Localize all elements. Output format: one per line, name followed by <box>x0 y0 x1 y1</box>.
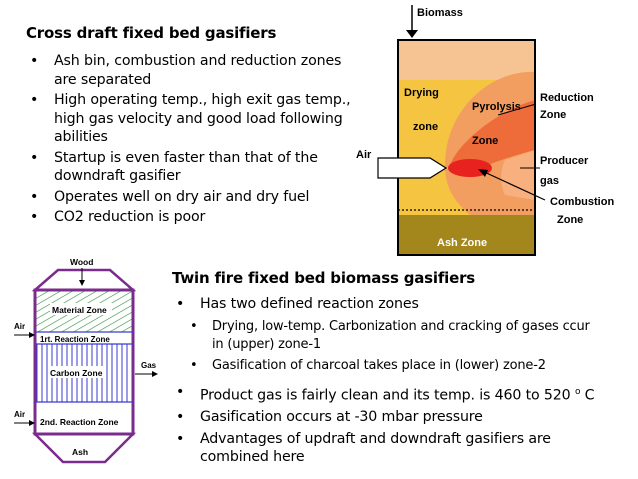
biomass-arrowhead <box>406 30 418 38</box>
pyrolysis-label: Pyrolysis <box>472 101 521 113</box>
wood-arrowhead <box>79 280 85 286</box>
section1-bullet: CO2 reduction is poor <box>26 208 361 227</box>
cross-draft-gasifier-diagram: Biomass Drying zone Pyrolysis Zone Reduc… <box>356 5 614 256</box>
section2-bullet: Gasification occurs at -30 mbar pressure <box>172 408 632 427</box>
air1-label: Air <box>14 322 25 331</box>
combustion-label: Combustion <box>550 196 614 208</box>
vessel-outline <box>397 39 536 256</box>
ash-label: Ash <box>72 447 88 457</box>
reaction1-zone-fill <box>35 332 133 344</box>
air2-label: Air <box>14 410 25 419</box>
biomass-label: Biomass <box>417 7 463 19</box>
combustion-zone-fill <box>448 159 492 177</box>
carbon-label-bg <box>48 366 106 378</box>
producer-gas-fill <box>501 150 535 200</box>
drying-label: Drying <box>404 87 439 99</box>
section1-bullet: High operating temp., high exit gas temp… <box>26 91 361 147</box>
combustion-label-line2: Zone <box>557 214 583 226</box>
reduction-label: Reduction <box>540 92 594 104</box>
section2-sub-bullet: Gasification of charcoal takes place in … <box>172 357 627 375</box>
pyrolysis-label-line2: Zone <box>472 135 498 147</box>
combustion-pointer <box>479 169 546 201</box>
section2-sub-bullet-list: Drying, low-temp. Carbonization and crac… <box>172 318 627 375</box>
reaction1-zone-label: 1rt. Reaction Zone <box>40 335 110 344</box>
section2-bullet: Has two defined reaction zones <box>172 295 632 314</box>
ash-zone-fill <box>398 215 535 255</box>
section1-title: Cross draft fixed bed gasifiers <box>26 24 277 42</box>
temp-unit: C <box>580 387 595 404</box>
degree-sup: o <box>574 387 581 397</box>
section2-title: Twin fire fixed bed biomass gasifiers <box>172 269 476 287</box>
ash-zone-label: Ash Zone <box>437 237 487 249</box>
drying-label-line2: zone <box>413 121 438 133</box>
material-label-bg <box>50 303 112 315</box>
air-nozzle <box>377 157 448 179</box>
section2-bullet-list-2: Product gas is fairly clean and its temp… <box>172 383 632 467</box>
section1-bullet: Ash bin, combustion and reduction zones … <box>26 52 354 89</box>
producer-gas-label: Producer <box>540 155 589 167</box>
product-gas-text: Product gas is fairly clean and its temp… <box>200 387 571 404</box>
reduction-zone-fill <box>450 100 535 168</box>
twin-fire-gasifier-diagram: Material Zone 1rt. Reaction Zone Carbon … <box>14 257 158 464</box>
vessel-frame <box>33 288 135 436</box>
wood-label: Wood <box>70 257 93 267</box>
section1-bullet-list: Ash bin, combustion and reduction zones … <box>26 52 361 227</box>
section2-bullet: Advantages of updraft and downdraft gasi… <box>172 430 620 467</box>
section1-bullet: Operates well on dry air and dry fuel <box>26 188 361 207</box>
material-zone-label: Material Zone <box>52 305 107 315</box>
section1-bullet: Startup is even faster than that of the … <box>26 149 361 186</box>
reduction-label-line2: Zone <box>540 109 566 121</box>
carbon-zone-label: Carbon Zone <box>50 368 103 378</box>
section2-bullet: Product gas is fairly clean and its temp… <box>172 383 632 405</box>
section2-bullet-list: Has two defined reaction zones <box>172 295 632 314</box>
air1-arrowhead <box>29 332 35 338</box>
air2-arrowhead <box>29 420 35 426</box>
reaction2-zone-fill <box>35 402 133 434</box>
gas-label: Gas <box>141 361 157 370</box>
reaction2-zone-label: 2nd. Reaction Zone <box>40 417 119 427</box>
producer-gas-label-line2: gas <box>540 175 559 187</box>
combustion-arrowhead <box>478 169 488 177</box>
gas-arrowhead <box>152 371 158 377</box>
air-label: Air <box>356 149 372 161</box>
reduction-pointer <box>497 103 537 116</box>
section2-sub-bullet: Drying, low-temp. Carbonization and crac… <box>172 318 602 353</box>
